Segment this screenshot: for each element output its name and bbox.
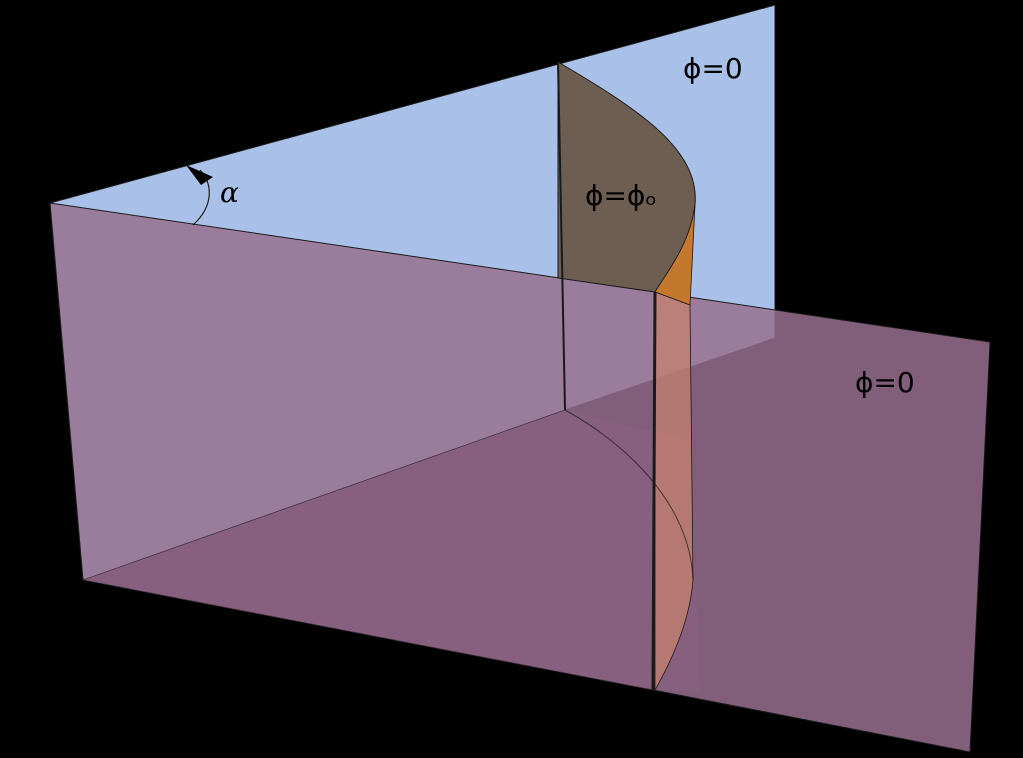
angle-alpha-label: α xyxy=(220,176,239,209)
front-vertical-edge xyxy=(651,291,657,691)
back-vertical-edge xyxy=(557,61,566,411)
surface-lower-arc xyxy=(564,409,694,581)
upper-plane-label: ϕ=0 xyxy=(683,52,743,85)
floor-diagonal-edge xyxy=(82,409,566,581)
floor-region xyxy=(83,410,700,690)
surface-phi-o-label: ϕ=ϕₒ xyxy=(585,179,657,212)
lower-plane-label: ϕ=0 xyxy=(855,366,915,399)
angle-arrow-icon xyxy=(186,165,213,185)
surface-phi-o-lower xyxy=(654,291,694,692)
